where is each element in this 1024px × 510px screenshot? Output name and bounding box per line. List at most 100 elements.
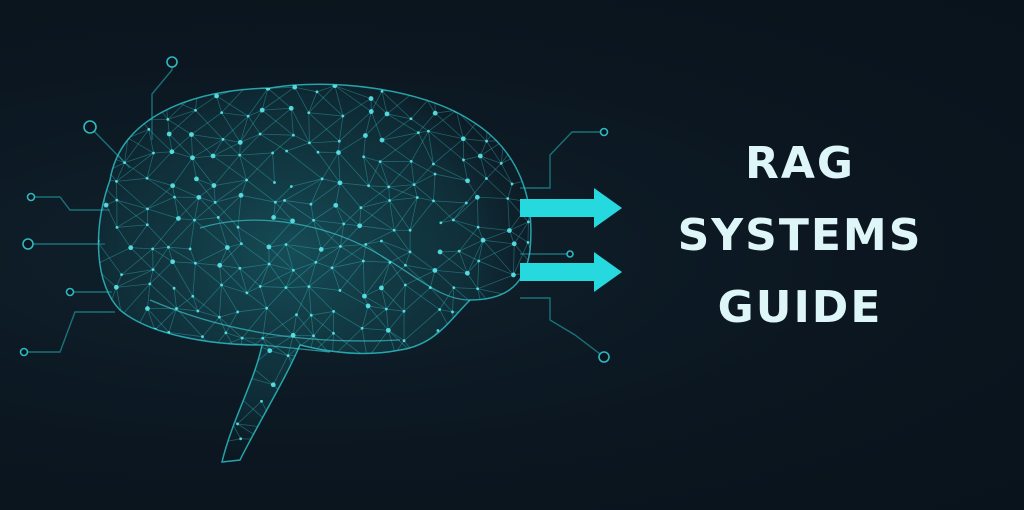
mesh-link [275, 428, 291, 442]
title-line-2: SYSTEMS [677, 210, 923, 261]
mesh-link [363, 135, 366, 157]
mesh-link [219, 311, 238, 318]
mesh-link [239, 356, 242, 376]
mesh-link [142, 374, 171, 396]
mesh-node [362, 293, 367, 299]
mesh-link [440, 250, 460, 253]
mesh-link [381, 132, 419, 141]
mesh-node [344, 404, 347, 408]
mesh-node [416, 85, 422, 91]
mesh-link [440, 202, 467, 224]
mesh-node [214, 93, 219, 99]
mesh-node [432, 199, 435, 203]
mesh-link [102, 436, 120, 447]
mesh-node [91, 265, 94, 268]
mesh-link [452, 359, 485, 383]
mesh-link [410, 130, 429, 162]
mesh-link [499, 294, 506, 317]
mesh-link [405, 399, 433, 428]
mesh-link [150, 349, 154, 376]
mesh-node [118, 393, 122, 397]
mesh-node [117, 444, 121, 448]
mesh-link [219, 265, 222, 286]
mesh-node [213, 200, 217, 204]
mesh-link [309, 142, 319, 153]
mesh-node [524, 425, 528, 428]
mesh-link [388, 311, 405, 331]
mesh-link [149, 261, 173, 285]
mesh-link [225, 332, 243, 339]
mesh-link [147, 224, 169, 248]
mesh-node [168, 425, 172, 429]
mesh-link [308, 112, 340, 142]
mesh-link [260, 286, 286, 288]
mesh-node [128, 245, 134, 251]
mesh-node [457, 249, 461, 253]
mesh-link [268, 220, 293, 248]
mesh-link [452, 372, 493, 396]
mesh-link [389, 197, 418, 201]
mesh-node [527, 220, 530, 224]
mesh-link [293, 269, 310, 287]
mesh-node [176, 216, 181, 221]
mesh-link [150, 348, 165, 352]
mesh-node [98, 214, 100, 220]
mesh-link [152, 375, 169, 401]
mesh-node [510, 182, 514, 186]
mesh-link [198, 185, 215, 198]
mesh-node [309, 202, 313, 206]
mesh-link [483, 359, 508, 378]
mesh-link [176, 295, 194, 309]
mesh-link [98, 117, 129, 139]
mesh-link [116, 199, 148, 226]
mesh-link [170, 362, 193, 375]
mesh-link [363, 260, 390, 263]
mesh-link [513, 243, 515, 275]
mesh-link [427, 131, 434, 165]
mesh-link [196, 178, 215, 186]
mesh-node [92, 347, 97, 352]
mesh-link [381, 240, 411, 253]
mesh-link [261, 86, 295, 111]
mesh-link [94, 349, 96, 373]
mesh-node [476, 225, 480, 229]
mesh-node [130, 336, 133, 340]
mesh-link [428, 109, 457, 132]
mesh-link [389, 200, 395, 231]
mesh-link [288, 401, 310, 417]
mesh-node [463, 436, 467, 440]
mesh-link [335, 442, 362, 451]
mesh-link [168, 219, 195, 248]
mesh-node [391, 415, 395, 419]
mesh-link [150, 332, 170, 350]
mesh-link [409, 200, 434, 231]
mesh-node [337, 139, 341, 143]
mesh-node [270, 382, 276, 388]
mesh-node [292, 84, 298, 90]
title-line-1: RAG [744, 138, 856, 189]
mesh-link [275, 186, 292, 203]
mesh-link [486, 140, 502, 164]
mesh-link [463, 138, 481, 157]
mesh-node [414, 379, 420, 384]
mesh-link [262, 337, 289, 356]
mesh-link [141, 426, 171, 442]
mesh-link [285, 286, 309, 288]
mesh-link [172, 185, 199, 198]
mesh-link [452, 381, 487, 403]
mesh-node [289, 185, 293, 188]
mesh-link [308, 267, 333, 287]
mesh-link [285, 244, 317, 263]
mesh-link [196, 441, 225, 445]
mesh-node [484, 413, 490, 419]
circuit-line [520, 297, 605, 358]
mesh-node [316, 150, 320, 154]
mesh-link [491, 359, 510, 373]
mesh-link [198, 197, 219, 218]
mesh-node [442, 436, 445, 440]
mesh-link [117, 88, 123, 112]
mesh-node [259, 107, 265, 113]
mesh-link [486, 403, 504, 417]
mesh-node [365, 303, 371, 309]
